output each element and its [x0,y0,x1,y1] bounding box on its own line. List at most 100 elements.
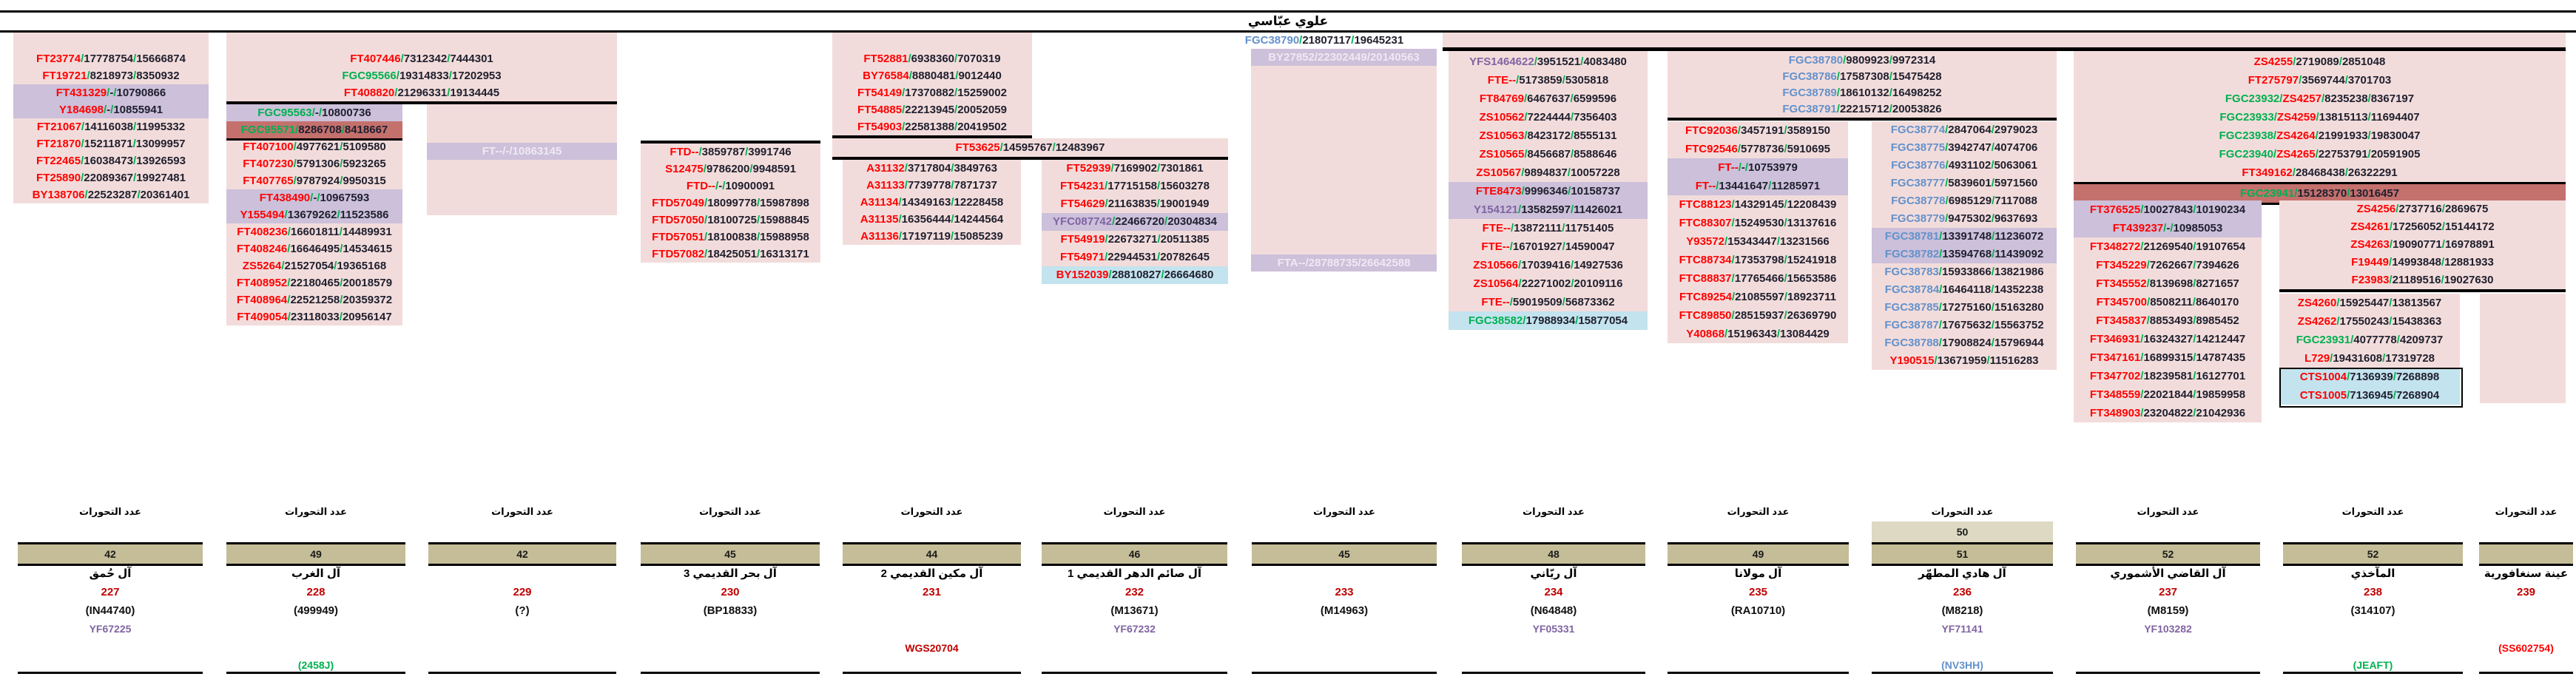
mutations-header: عدد التحورات [2137,506,2199,517]
snp-position: 20304834 [1167,215,1217,228]
snp-slash: / [1518,277,1522,290]
mutations-header: عدد التحورات [699,506,761,517]
snp-label: FT407100 [243,141,294,153]
snp-position: 13391748 [1942,230,1992,243]
snp-slash: / [756,248,761,260]
snp-position: 13231566 [1780,235,1830,248]
snp-label: FT407765 [243,175,294,187]
snp-position: 19830047 [2370,129,2421,142]
snp-position: 2869675 [2444,203,2489,215]
snp-slash: / [1889,103,1892,115]
mutations-header: عدد التحورات [79,506,141,517]
snp-position: 15128370 [2297,187,2347,200]
snp-label: ZS4259 [2276,111,2316,124]
snp-slash: / [2336,315,2340,328]
snp-slash: / [1991,159,1995,172]
snp-position: 21042936 [2196,407,2246,419]
snp-position: 8350932 [136,70,180,82]
snp-slash: / [2193,240,2196,253]
snp-label: Y184698 [58,104,104,116]
snp-row: FT438490/-/10967593 [226,189,402,206]
snp-row: FGC95571/8286708/8418667 [226,121,402,141]
snp-label: FGC95566 [342,70,397,82]
snp-row: FGC38782/13594768/11439092 [1872,246,2057,263]
snp-label: S12475 [665,163,704,175]
snp-slash: / [287,311,291,323]
snp-position: 56873362 [1565,296,1615,308]
snp-position: 21085597 [1735,291,1784,303]
snp-label: BY27852 [1268,51,1315,64]
snp-slash: / [2330,352,2333,365]
snp-slash: / [698,146,702,158]
snp-label: FTC89254 [1679,291,1732,303]
snp-label: FT52881 [863,53,908,65]
serial-number: 231 [922,586,942,598]
kit-number: (IN44740) [85,604,135,617]
snp-row: FTC92546/5778736/5910695 [1668,140,1848,158]
yfull-id: YF05331 [1532,623,1575,635]
snp-slash: / [2294,187,2298,200]
snp-slash: / [337,209,340,221]
snp-position: 17778754 [84,53,134,65]
snp-slash: / [902,87,906,99]
mutation-count-box: 45 [1252,542,1437,566]
snp-slash: / [1889,87,1892,99]
snp-label: FGC23941 [2239,187,2295,200]
snp-slash: / [2193,388,2196,401]
snp-slash: / [1939,230,1943,243]
snp-slash: / [2321,92,2325,105]
snp-slash: / [1945,141,1949,154]
separator-line [641,141,820,144]
snp-slash: / [1889,54,1892,67]
snp-row: ZS10567/9894837/10057228 [1449,163,1648,182]
snp-slash: / [1738,161,1742,174]
snp-position: 17275160 [1941,301,1992,314]
snp-label: FT84769 [1479,92,1524,105]
snp-row: CTS1004/7136939/7268898 [2279,368,2460,386]
snp-position: 9012440 [958,70,1002,82]
snp-row: FGC38780/9809923/9972314 [1668,53,2057,69]
snp-slash: / [1358,257,1361,269]
snp-slash: / [703,163,707,175]
snp-slash: / [103,104,107,116]
snp-position: 6467637 [1527,92,1571,105]
snp-position: 8588646 [1574,148,1617,161]
snp-slash: / [2193,333,2196,345]
snp-slash: / [340,158,343,170]
snp-slash: / [1157,233,1161,246]
snp-position: 13872111 [1514,222,1562,234]
snp-row: FT52881/6938360/7070319 [832,50,1032,67]
snp-position: 10027843 [2143,203,2194,216]
snp-position: 15241918 [1787,254,1837,266]
snp-label: ZS4262 [2297,315,2337,328]
snp-position: 21527054 [284,260,334,272]
root-snp-row: FGC38790/21807117/19645231 [1154,33,1494,48]
snp-slash: / [2367,129,2371,142]
mutation-count-box: 42 [18,542,203,566]
snp-label: ZS4261 [2350,220,2390,233]
snp-label: FT-- [1695,180,1716,192]
extra-kit: (NV3HH) [1941,659,1983,671]
snp-row: FT--/-/10753979 [1668,158,1848,177]
kit-number: (499949) [293,604,339,617]
snp-position: 4074706 [1994,141,2038,154]
family-name: آل مكين القديمي 2 [880,567,983,580]
snp-label: FTE-- [1482,222,1511,234]
kit-number: (314107) [2350,604,2395,617]
snp-label: FT19721 [42,70,87,82]
snp-position: 8985452 [2196,314,2239,327]
serial-number: 233 [1335,586,1354,598]
mutations-header: عدد التحورات [2495,506,2558,517]
snp-slash: / [311,107,315,119]
serial-number: 237 [2158,586,2178,598]
snp-position: 26642588 [1361,257,1411,269]
snp-position: 17550243 [2339,315,2390,328]
snp-label: FGC38790 [1244,34,1300,47]
snp-position: 10790866 [116,87,166,99]
snp-row: ZS10562/7224444/7356403 [1449,108,1648,126]
snp-slash: / [1105,198,1108,210]
snp-position: 16701927 [1512,240,1562,253]
serial-number: 229 [513,586,532,598]
snp-position: 7136945 [2350,389,2393,402]
snp-label: A31133 [866,179,905,192]
